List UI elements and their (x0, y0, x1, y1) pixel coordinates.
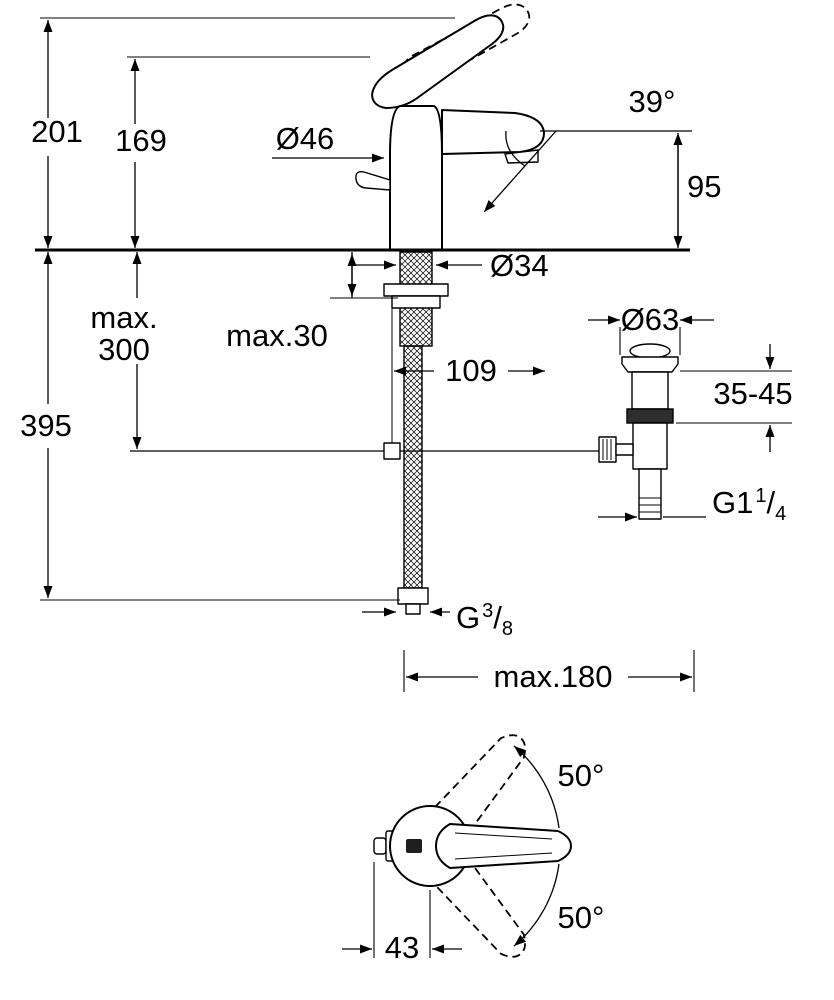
drain-assembly (598, 343, 679, 520)
dim-50-up-label: 50° (558, 758, 605, 793)
rod-knob (598, 436, 634, 463)
faucet-side-view: 201 169 Ø46 39° 95 max. 300 (20, 3, 793, 694)
dim-max-300: max. 300 (90, 252, 158, 449)
dim-95-label: 95 (687, 169, 721, 204)
waste-seal (626, 408, 674, 424)
dim-169: 169 (115, 56, 370, 248)
dim-max300-label-2: 300 (98, 332, 150, 367)
supply-hose (397, 345, 429, 615)
dim-max-30: max.30 (226, 252, 398, 353)
hose-fitting (397, 587, 429, 605)
faucet-handle (371, 14, 505, 109)
faucet-top-view: 50° 50° 43 (342, 734, 605, 965)
dim-50-down: 50° (513, 863, 605, 947)
dim-39-label: 39° (629, 84, 676, 119)
dim-201: 201 (31, 17, 455, 248)
dim-50-up: 50° (513, 745, 605, 829)
pop-up-knob (355, 170, 391, 191)
dim-50-down-label: 50° (558, 900, 605, 935)
dim-43: 43 (342, 862, 462, 965)
dim-63-label: Ø63 (621, 302, 680, 337)
waste-plug (629, 343, 671, 359)
faucet-body (389, 105, 443, 251)
dim-diameter-63: Ø63 (588, 302, 714, 355)
dim-diameter-46: Ø46 (272, 121, 384, 163)
dim-max180-label: max.180 (494, 659, 613, 694)
waste-tailpiece (638, 468, 662, 520)
pop-up-rod (130, 442, 599, 460)
dim-max300-label-1: max. (90, 300, 157, 335)
dim-109: 109 (394, 353, 545, 388)
dim-diameter-34: Ø34 (352, 248, 549, 283)
dim-max-180: max.180 (403, 650, 695, 694)
dim-43-label: 43 (385, 930, 419, 965)
faucet-spout (441, 109, 545, 155)
dim-395-label: 395 (20, 408, 72, 443)
dim-109-label: 109 (445, 353, 497, 388)
dim-35-45-label: 35-45 (713, 376, 792, 411)
dim-95: 95 (673, 133, 721, 248)
dim-169-label: 169 (115, 123, 167, 158)
dim-34-label: Ø34 (490, 248, 549, 283)
dim-35-45: 35-45 (676, 344, 793, 452)
dim-max30-label: max.30 (226, 318, 328, 353)
dim-angle-39: 39° (483, 84, 692, 213)
dim-201-label: 201 (31, 114, 83, 149)
handle-slot (406, 839, 422, 853)
waste-flange (621, 356, 679, 373)
dim-46-label: Ø46 (276, 121, 335, 156)
mounting-shank (383, 251, 449, 443)
dim-395: 395 (20, 252, 400, 601)
handle-top (435, 823, 572, 869)
